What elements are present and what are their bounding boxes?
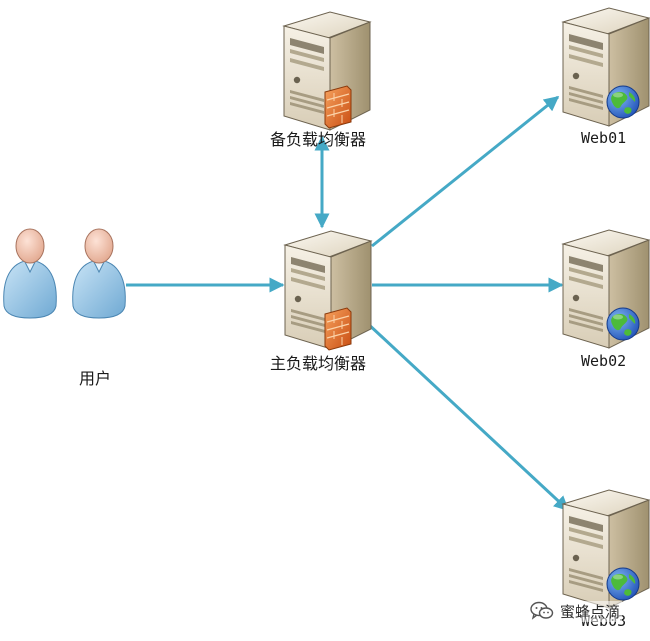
watermark-text: 蜜蜂点滴: [558, 600, 623, 622]
web02-server-icon: [562, 229, 650, 349]
web02-label: Web02: [581, 352, 627, 370]
wechat-icon: [530, 601, 554, 620]
web01-server-icon: [562, 7, 650, 127]
main-lb-label: 主负载均衡器: [270, 354, 367, 373]
arrow-main-lb-to-web03: [364, 320, 570, 512]
watermark: 蜜蜂点滴: [530, 598, 623, 624]
arrow-main-lb-to-web01: [371, 95, 560, 248]
users-label: 用户: [79, 369, 112, 388]
backup-lb-label: 备负载均衡器: [270, 130, 367, 149]
users-icon: [3, 228, 126, 319]
main-lb-server-icon: [284, 230, 372, 351]
web03-server-icon: [562, 489, 650, 609]
backup-lb-server-icon: [283, 11, 371, 131]
web01-label: Web01: [581, 129, 627, 147]
